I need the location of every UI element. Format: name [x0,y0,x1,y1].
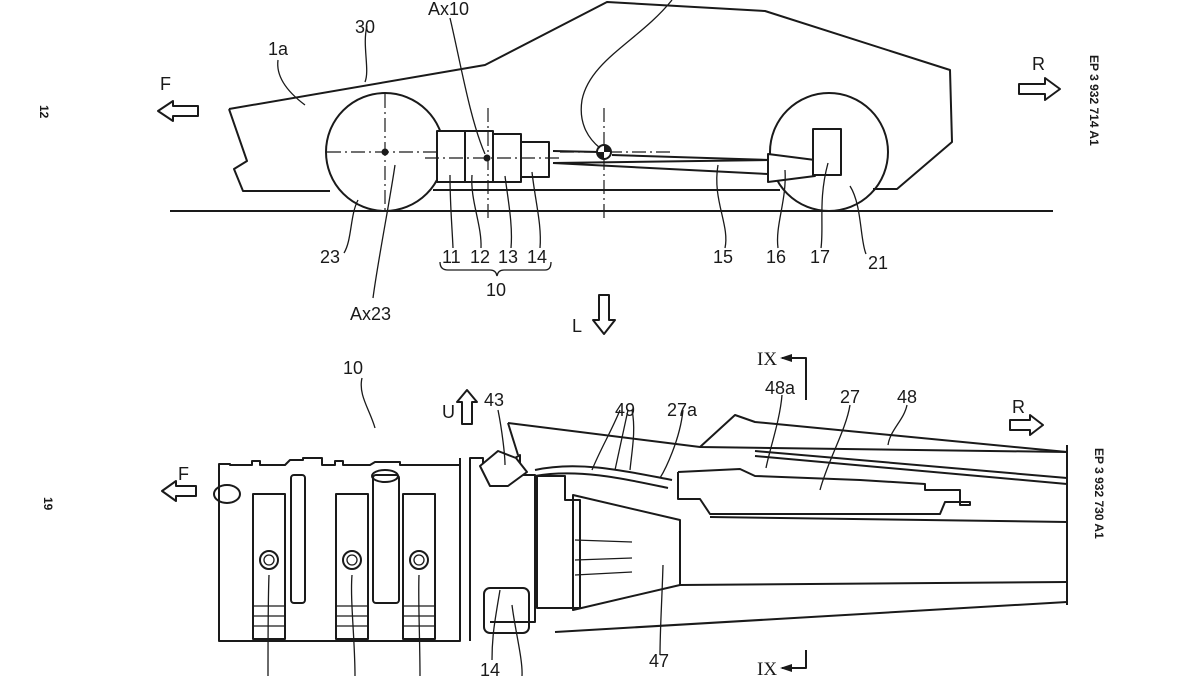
gear-16 [767,153,816,183]
label-rear-dir: R [1032,54,1045,74]
label-14-bottom: 14 [480,660,500,676]
label-left-dir: L [572,316,582,336]
page-number-bottom: 19 [41,497,55,511]
label-30: 30 [355,17,375,37]
label-23: 23 [320,247,340,267]
rear-arrow-icon [1018,77,1061,101]
up-arrow-icon [456,389,478,425]
label-27a: 27a [667,400,698,420]
label-21: 21 [868,253,888,273]
front-arrow-icon-bottom [161,480,197,502]
label-up-dir: U [442,402,455,422]
part-43 [479,450,528,487]
engine-part-14 [520,141,550,178]
patent-number-top: EP 3 932 714 A1 [1087,55,1101,146]
label-section-ix-bottom: IX [757,659,777,676]
label-10-bottom: 10 [343,358,363,378]
engine-block [218,457,461,642]
vehicle-body-outline [228,1,953,192]
label-1a: 1a [268,39,289,59]
label-27: 27 [840,387,860,407]
label-43: 43 [484,390,504,410]
label-rear-dir-bottom: R [1012,397,1025,417]
label-ax23: Ax23 [350,304,391,324]
label-17: 17 [810,247,830,267]
label-48a: 48a [765,378,796,398]
label-12: 12 [470,247,490,267]
rear-wheel [769,92,889,212]
label-13: 13 [498,247,518,267]
shaft-15 [552,159,771,164]
page-number-top: 12 [37,105,51,119]
bottom-figure-powertrain: 10 F U 43 49 27a 48a 27 48 R 14 47 IX IX [161,349,1068,676]
label-15: 15 [713,247,733,267]
label-front-dir: F [160,74,171,94]
label-section-ix-top: IX [757,349,777,370]
left-arrow-icon [592,294,616,335]
label-47: 47 [649,651,669,671]
label-front-dir-bottom: F [178,464,189,484]
label-11: 11 [442,247,461,267]
label-14: 14 [527,247,547,267]
front-arrow-icon [157,100,199,122]
engine-part-11 [436,130,466,183]
label-10-top: 10 [486,280,506,300]
rear-arrow-icon-bottom [1009,414,1044,436]
label-48: 48 [897,387,917,407]
label-49: 49 [615,400,635,420]
label-16: 16 [766,247,786,267]
patent-number-bottom: EP 3 932 730 A1 [1092,448,1106,539]
label-ax10: Ax10 [428,0,469,19]
top-figure-vehicle: 30 1a Ax10 F R L 23 Ax23 11 12 13 14 10 … [157,0,1061,336]
